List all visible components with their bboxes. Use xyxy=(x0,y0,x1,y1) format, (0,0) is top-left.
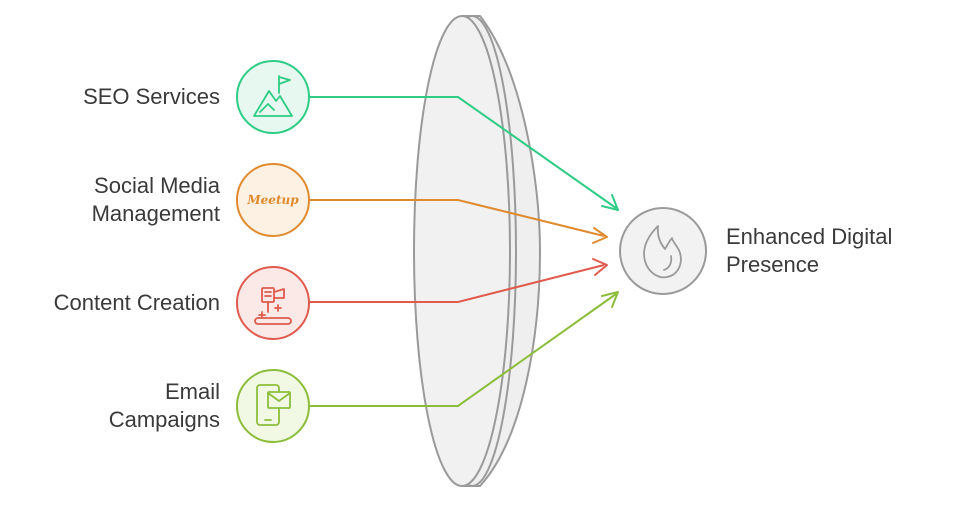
meetup-logo-text: Meetup xyxy=(246,193,299,207)
lens xyxy=(413,15,542,487)
connector-social xyxy=(310,199,605,237)
connector-content xyxy=(310,264,605,303)
lens-front xyxy=(413,15,511,487)
arrowhead-email xyxy=(601,291,619,308)
arrowhead-seo xyxy=(601,194,619,211)
label-enhanced-digital-presence: Enhanced Digital Presence xyxy=(726,224,893,277)
meetup-logo-icon: Meetup xyxy=(246,193,299,207)
connectors xyxy=(310,96,619,407)
mobile-email-icon xyxy=(256,384,291,426)
label-content-creation: Content Creation xyxy=(53,290,220,315)
connector-seo xyxy=(310,96,617,209)
output-node xyxy=(619,207,707,295)
arrowhead-social xyxy=(592,227,608,244)
label-seo-services: SEO Services xyxy=(83,84,220,109)
node-content-circle xyxy=(236,266,310,340)
node-social-circle xyxy=(236,163,310,237)
flame-icon xyxy=(643,225,682,279)
output-circle xyxy=(619,207,707,295)
content-tools-icon xyxy=(254,287,292,325)
label-email-campaigns: Email Campaigns xyxy=(108,379,220,432)
connector-email xyxy=(310,293,617,407)
mountain-flag-icon xyxy=(253,75,293,117)
arrowhead-content xyxy=(592,258,608,276)
label-social-media-management: Social Media Management xyxy=(91,173,220,226)
